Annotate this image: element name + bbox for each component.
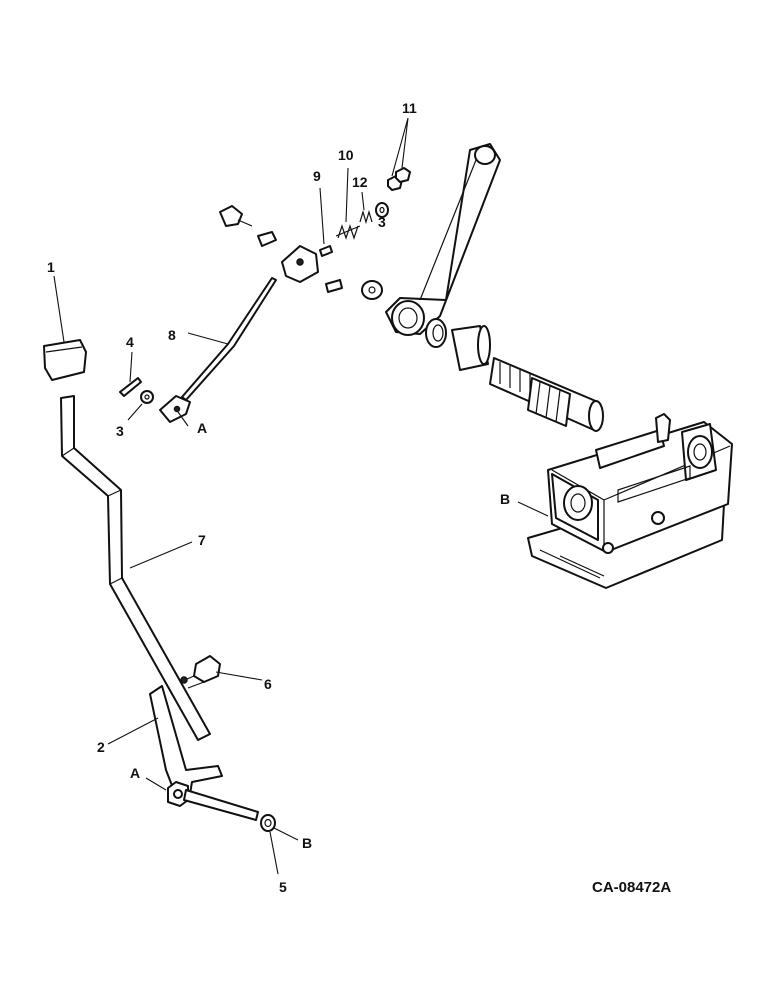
lever-bracket-part bbox=[149, 685, 259, 821]
drawing-code: CA-08472A bbox=[592, 879, 671, 896]
leader-2 bbox=[107, 717, 159, 745]
callout-7: 7 bbox=[198, 532, 206, 548]
rocker-bracket-part bbox=[219, 205, 343, 293]
cotter-pin-part bbox=[119, 377, 142, 397]
callout-6: 6 bbox=[264, 676, 272, 692]
callout-3-lower: 3 bbox=[116, 423, 124, 439]
spring-part-12 bbox=[359, 209, 373, 225]
callout-4: 4 bbox=[126, 334, 134, 350]
lift-housing-part bbox=[527, 413, 733, 589]
nut-part-11 bbox=[387, 167, 411, 191]
leader-b-washer bbox=[273, 827, 299, 841]
leader-3-lower bbox=[127, 403, 143, 421]
leader-a-lower bbox=[145, 777, 167, 791]
callout-11: 11 bbox=[402, 100, 417, 116]
leader-10 bbox=[345, 167, 349, 223]
leader-4 bbox=[129, 351, 133, 383]
callout-9: 9 bbox=[313, 168, 321, 184]
bearing-part bbox=[425, 318, 447, 348]
leader-11 bbox=[391, 117, 409, 177]
leader-9 bbox=[319, 187, 325, 245]
leader-8 bbox=[187, 332, 229, 345]
reference-a-upper: A bbox=[197, 420, 207, 436]
reference-a-lower: A bbox=[130, 765, 140, 781]
control-lever-part bbox=[60, 395, 211, 741]
leader-b-housing bbox=[517, 501, 549, 517]
callout-10: 10 bbox=[338, 147, 354, 163]
leader-6 bbox=[215, 671, 263, 681]
sleeve-part bbox=[451, 325, 491, 371]
thrust-washer-part bbox=[361, 280, 383, 300]
leader-7 bbox=[129, 541, 193, 569]
knob-part bbox=[43, 339, 87, 381]
callout-2: 2 bbox=[97, 739, 105, 755]
spring-part-10 bbox=[335, 224, 361, 240]
leader-lines bbox=[53, 117, 549, 875]
callout-5: 5 bbox=[279, 879, 287, 895]
washer-part-5 bbox=[260, 814, 276, 832]
reference-b-housing: B bbox=[500, 491, 510, 507]
leader-1 bbox=[53, 275, 65, 343]
callout-3-upper: 3 bbox=[378, 214, 386, 230]
washer-part-3-lower bbox=[140, 390, 154, 404]
leader-12 bbox=[361, 191, 365, 211]
leader-a-upper bbox=[177, 411, 189, 427]
lift-arm-part bbox=[385, 143, 501, 336]
bolt-part bbox=[179, 655, 221, 689]
callout-1: 1 bbox=[47, 259, 55, 275]
callout-8: 8 bbox=[168, 327, 176, 343]
callout-12: 12 bbox=[352, 174, 368, 190]
reference-b-washer: B bbox=[302, 835, 312, 851]
lift-shaft-part bbox=[489, 357, 604, 432]
leader-5 bbox=[269, 831, 279, 875]
callout-labels: 1 2 3 3 4 5 6 7 8 9 10 11 12 A A B B bbox=[47, 100, 510, 895]
control-rod-part bbox=[159, 277, 277, 423]
washer-part-3-upper bbox=[375, 202, 389, 218]
